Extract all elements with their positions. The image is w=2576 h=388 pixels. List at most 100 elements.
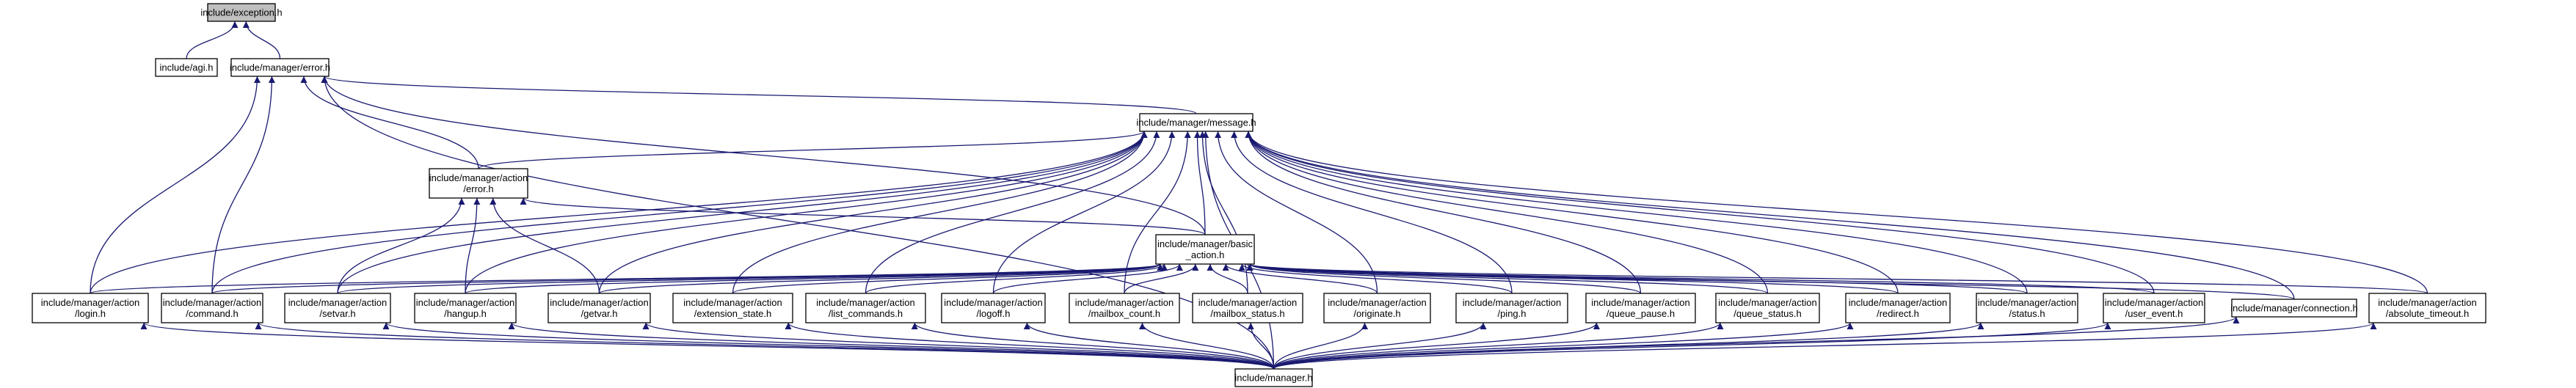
node-label: /hangup.h: [444, 308, 487, 319]
node-absolute_timeout[interactable]: include/manager/action/absolute_timeout.…: [2368, 293, 2486, 323]
node-box: [2368, 293, 2486, 323]
edge-queue_pause-to-basic_action: [1246, 263, 1642, 294]
node-box: [284, 293, 391, 323]
node-manager[interactable]: include/manager.h: [1234, 368, 1313, 387]
edge-manager-to-setvar: [382, 322, 1275, 370]
edge-queue_status-to-basic_action: [1246, 263, 1769, 294]
node-box: [672, 293, 793, 323]
node-exception[interactable]: include/exception.h: [200, 3, 283, 22]
edge-manager-to-mailbox_count: [1138, 322, 1275, 370]
edge-manager-to-getvar: [642, 322, 1275, 370]
edge-manager-to-originate: [1273, 322, 1369, 370]
node-redirect[interactable]: include/manager/action/redirect.h: [1845, 293, 1951, 323]
edge-originate-to-message: [1215, 131, 1378, 294]
node-status[interactable]: include/manager/action/status.h: [1976, 293, 2078, 323]
node-label: /redirect.h: [1877, 308, 1919, 319]
node-mailbox_count[interactable]: include/manager/action/mailbox_count.h: [1069, 293, 1180, 323]
edge-mailbox_status-to-message: [1198, 131, 1248, 294]
node-user_event[interactable]: include/manager/action/user_event.h: [2103, 293, 2205, 323]
edge-command-to-message: [211, 131, 1148, 294]
edge-connection-to-basic_action: [1247, 263, 2295, 300]
node-extension_state[interactable]: include/manager/action/extension_state.h: [672, 293, 793, 323]
node-box: [1323, 293, 1431, 323]
node-label: include/exception.h: [200, 7, 282, 18]
node-message[interactable]: include/manager/message.h: [1136, 113, 1256, 132]
edge-basic_action-to-action_error: [520, 197, 1206, 235]
node-manager_error[interactable]: include/manager/error.h: [230, 58, 330, 77]
node-box: [414, 293, 517, 323]
node-queue_status[interactable]: include/manager/action/queue_status.h: [1715, 293, 1820, 323]
node-label: include/manager/action: [816, 297, 914, 308]
edge-extension_state-to-basic_action: [732, 263, 1164, 294]
node-list_commands[interactable]: include/manager/action/list_commands.h: [805, 293, 926, 323]
edge-manager-to-user_event: [1273, 322, 2111, 370]
node-queue_pause[interactable]: include/manager/action/queue_pause.h: [1585, 293, 1696, 323]
node-connection[interactable]: include/manager/connection.h: [2230, 299, 2358, 318]
node-command[interactable]: include/manager/action/command.h: [161, 293, 263, 323]
node-mailbox_status[interactable]: include/manager/action/mailbox_status.h: [1192, 293, 1303, 323]
edge-setvar-to-action_error: [337, 197, 465, 294]
node-label: include/manager/action: [1328, 297, 1426, 308]
node-box: [1069, 293, 1180, 323]
node-getvar[interactable]: include/manager/action/getvar.h: [547, 293, 651, 323]
node-action_error[interactable]: include/manager/action/error.h: [429, 168, 528, 199]
edge-connection-to-message: [1245, 131, 2295, 300]
node-box: [1192, 293, 1303, 323]
edge-absolute_timeout-to-basic_action: [1247, 263, 2428, 294]
edge-manager-to-queue_status: [1273, 322, 1724, 370]
node-box: [2103, 293, 2205, 323]
edge-extension_state-to-message: [732, 131, 1148, 294]
node-label: /error.h: [463, 183, 493, 194]
node-box: [32, 293, 149, 323]
node-label: /queue_status.h: [1733, 308, 1802, 319]
node-label: /status.h: [2009, 308, 2045, 319]
node-originate[interactable]: include/manager/action/originate.h: [1323, 293, 1431, 323]
node-label: include/manager/action: [550, 297, 648, 308]
node-login[interactable]: include/manager/action/login.h: [32, 293, 149, 323]
node-label: include/manager/action: [1978, 297, 2076, 308]
node-box: [230, 58, 330, 77]
edge-manager-to-login: [140, 322, 1275, 370]
node-label: /ping.h: [1497, 308, 1526, 319]
edge-message-to-manager_error: [321, 76, 1197, 114]
edge-hangup-to-message: [465, 131, 1148, 294]
node-label: /command.h: [186, 308, 239, 319]
edge-setvar-to-basic_action: [337, 263, 1163, 294]
node-agi[interactable]: include/agi.h: [155, 58, 218, 77]
node-label: include/manager/action: [2105, 297, 2203, 308]
edge-hangup-to-basic_action: [465, 263, 1164, 294]
node-label: include/manager/action: [1849, 297, 1947, 308]
node-hangup[interactable]: include/manager/action/hangup.h: [414, 293, 517, 323]
edge-manager-to-queue_pause: [1273, 322, 1600, 370]
node-label: include/manager/action: [429, 172, 528, 183]
edge-queue_pause-to-message: [1245, 131, 1642, 294]
node-label: include/manager/action: [1718, 297, 1816, 308]
edge-basic_action-to-message: [1193, 131, 1206, 235]
node-label: include/manager/action: [944, 297, 1042, 308]
node-ping[interactable]: include/manager/action/ping.h: [1455, 293, 1568, 323]
edge-list_commands-to-message: [865, 131, 1160, 294]
node-box: [161, 293, 263, 323]
edge-manager-to-absolute_timeout: [1273, 322, 2377, 370]
edge-basic_action-to-manager_error: [321, 76, 1206, 235]
node-setvar[interactable]: include/manager/action/setvar.h: [284, 293, 391, 323]
edge-manager-to-ping: [1273, 322, 1487, 370]
node-box: [1234, 368, 1313, 387]
edge-originate-to-basic_action: [1222, 263, 1378, 294]
node-label: include/manager/basic: [1157, 238, 1254, 249]
node-label: include/manager/connection.h: [2230, 303, 2357, 314]
node-basic_action[interactable]: include/manager/basic_action.h: [1155, 234, 1255, 265]
node-label: include/manager/action: [1591, 297, 1689, 308]
edge-getvar-to-action_error: [490, 197, 600, 294]
node-label: include/manager/action: [41, 297, 139, 308]
node-label: /mailbox_status.h: [1210, 308, 1284, 319]
node-logoff[interactable]: include/manager/action/logoff.h: [941, 293, 1046, 323]
node-label: /getvar.h: [581, 308, 618, 319]
edge-action_error-to-message: [478, 131, 1148, 169]
node-label: include/manager/action: [683, 297, 782, 308]
edge-manager-to-command: [255, 322, 1275, 370]
node-box: [207, 3, 276, 22]
edge-agi-to-exception: [186, 21, 239, 59]
node-box: [941, 293, 1046, 323]
